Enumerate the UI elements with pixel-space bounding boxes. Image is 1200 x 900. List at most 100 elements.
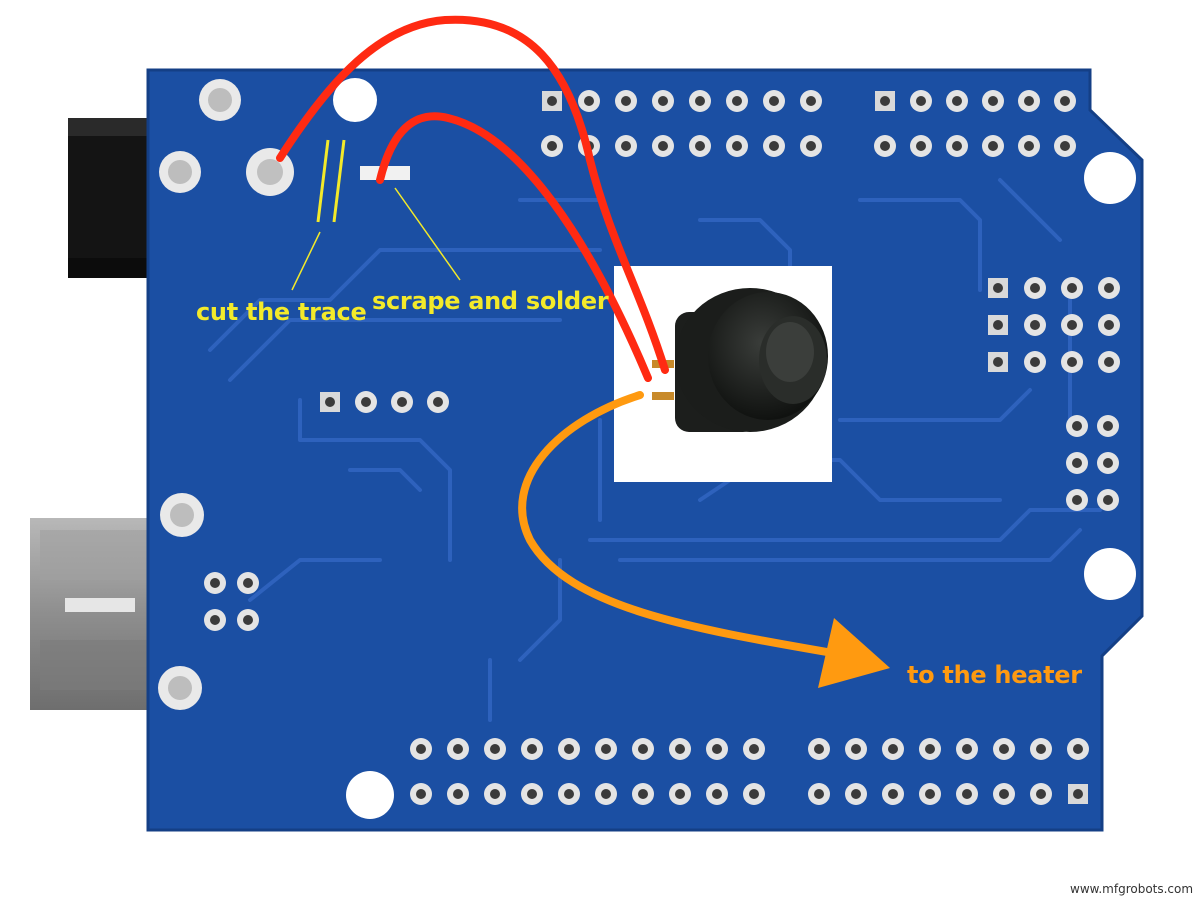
- pin-hole: [564, 744, 574, 754]
- pin-hole: [1072, 421, 1082, 431]
- pin-hole: [361, 397, 371, 407]
- pin-hole: [490, 744, 500, 754]
- pin-hole: [547, 141, 557, 151]
- pin-hole: [416, 744, 426, 754]
- pin-hole: [993, 283, 1003, 293]
- pin-hole: [732, 96, 742, 106]
- orange-wire: [518, 391, 890, 688]
- pin-hole: [916, 96, 926, 106]
- pin-hole: [1030, 357, 1040, 367]
- pin-hole: [325, 397, 335, 407]
- pin-hole: [584, 96, 594, 106]
- pin-hole: [1103, 458, 1113, 468]
- cut-trace-marks: [291, 139, 346, 291]
- pin-hole: [1067, 283, 1077, 293]
- pin-hole: [814, 744, 824, 754]
- pin-hole: [925, 744, 935, 754]
- pin-hole: [732, 141, 742, 151]
- pin-hole: [851, 744, 861, 754]
- pin-hole: [962, 744, 972, 754]
- mounting-holes: [158, 78, 1136, 819]
- pin-hole: [1060, 96, 1070, 106]
- pin-hole: [916, 141, 926, 151]
- pin-hole: [1072, 495, 1082, 505]
- pin-hole: [601, 744, 611, 754]
- pin-hole: [993, 357, 1003, 367]
- power-jack: [68, 118, 160, 278]
- pin-hole: [675, 789, 685, 799]
- pin-hole: [1104, 320, 1114, 330]
- pin-hole: [988, 141, 998, 151]
- header-pins: [204, 90, 1120, 805]
- cut-trace-label: cut the trace: [196, 298, 367, 326]
- pin-hole: [527, 789, 537, 799]
- pin-hole: [962, 789, 972, 799]
- arrow-head: [818, 618, 890, 688]
- pin-hole: [988, 96, 998, 106]
- pin-hole: [210, 578, 220, 588]
- pin-hole: [243, 578, 253, 588]
- pin-hole: [1073, 789, 1083, 799]
- pin-hole: [638, 789, 648, 799]
- pin-hole: [1103, 421, 1113, 431]
- pin-hole: [1024, 96, 1034, 106]
- pin-hole: [1104, 357, 1114, 367]
- pin-hole: [1104, 283, 1114, 293]
- pin-hole: [952, 96, 962, 106]
- pin-hole: [806, 96, 816, 106]
- pin-hole: [712, 744, 722, 754]
- pin-hole: [527, 744, 537, 754]
- pin-hole: [397, 397, 407, 407]
- pin-hole: [695, 96, 705, 106]
- pin-hole: [638, 744, 648, 754]
- pin-hole: [1036, 744, 1046, 754]
- pin-hole: [675, 744, 685, 754]
- pin-hole: [621, 96, 631, 106]
- pin-hole: [999, 744, 1009, 754]
- pin-hole: [888, 744, 898, 754]
- pin-hole: [1060, 141, 1070, 151]
- pin-hole: [1030, 320, 1040, 330]
- pin-hole: [999, 789, 1009, 799]
- pin-hole: [243, 615, 253, 625]
- pin-hole: [769, 141, 779, 151]
- usb-connector: [30, 518, 160, 710]
- red-wires: [276, 15, 669, 382]
- pin-hole: [749, 789, 759, 799]
- watermark: www.mfgrobots.com: [1070, 882, 1194, 896]
- pin-hole: [1103, 495, 1113, 505]
- pin-hole: [658, 96, 668, 106]
- pin-hole: [1024, 141, 1034, 151]
- pin-hole: [1072, 458, 1082, 468]
- pin-hole: [210, 615, 220, 625]
- pin-hole: [1067, 320, 1077, 330]
- pin-hole: [888, 789, 898, 799]
- pin-hole: [601, 789, 611, 799]
- pin-hole: [695, 141, 705, 151]
- pin-hole: [416, 789, 426, 799]
- pin-hole: [1067, 357, 1077, 367]
- pin-hole: [1036, 789, 1046, 799]
- pin-hole: [880, 141, 890, 151]
- pin-hole: [925, 789, 935, 799]
- pin-hole: [490, 789, 500, 799]
- pin-hole: [952, 141, 962, 151]
- pin-hole: [749, 744, 759, 754]
- pin-hole: [433, 397, 443, 407]
- pin-hole: [564, 789, 574, 799]
- heater-label: to the heater: [907, 661, 1082, 689]
- rocker-switch-photo: [614, 266, 832, 482]
- pin-hole: [1073, 744, 1083, 754]
- pin-hole: [621, 141, 631, 151]
- pin-hole: [993, 320, 1003, 330]
- pin-hole: [880, 96, 890, 106]
- pin-hole: [547, 96, 557, 106]
- pin-hole: [814, 789, 824, 799]
- pin-hole: [1030, 283, 1040, 293]
- pin-hole: [658, 141, 668, 151]
- pin-hole: [806, 141, 816, 151]
- scrape-solder-label: scrape and solder: [372, 287, 609, 315]
- pin-hole: [453, 789, 463, 799]
- pin-hole: [769, 96, 779, 106]
- pin-hole: [453, 744, 463, 754]
